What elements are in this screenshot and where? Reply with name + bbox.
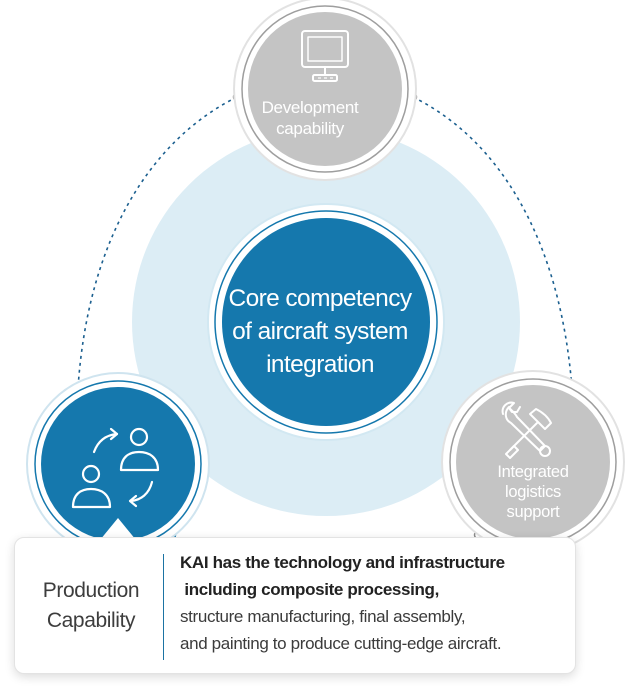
- card-description: KAI has the technology and infrastructur…: [180, 550, 572, 657]
- logistics-label-line-2: logistics: [505, 483, 561, 502]
- card-description-line-2-text: including composite processing,: [184, 579, 439, 599]
- monitor-icon: [301, 30, 349, 82]
- development-label: Development capability: [240, 98, 380, 139]
- logistics-label-line-1: Integrated: [497, 463, 569, 481]
- tools-icon: [501, 401, 552, 459]
- production-capability-card: Production Capability KAI has the techno…: [14, 537, 576, 674]
- center-label-line-1: Core competency: [228, 285, 412, 312]
- logistics-label-line-3: support: [506, 503, 560, 522]
- card-title-line-2: Capability: [46, 609, 136, 633]
- development-label-line-1: Development: [261, 98, 359, 117]
- logistics-label: Integrated logistics support: [470, 462, 596, 522]
- center-node: [207, 203, 445, 441]
- card-description-line-4: and painting to produce cutting-edge air…: [180, 633, 502, 653]
- production-node: [26, 372, 210, 556]
- development-node: [233, 0, 417, 181]
- card-title: Production Capability: [27, 576, 155, 637]
- card-divider: [163, 554, 164, 660]
- center-label: Core competency of aircraft system integ…: [214, 282, 426, 381]
- connector-right: [412, 96, 573, 389]
- development-label-line-2: capability: [276, 118, 344, 138]
- card-title-line-1: Production: [42, 579, 140, 602]
- center-label-line-3: integration: [266, 351, 374, 379]
- card-description-line-3: structure manufacturing, final assembly,: [180, 606, 466, 626]
- card-description-line-2: including composite processing,: [180, 577, 572, 604]
- orbit-connector: [77, 96, 573, 389]
- card-description-line-1: KAI has the technology and infrastructur…: [180, 553, 505, 572]
- people-exchange-icon: [71, 427, 160, 509]
- logistics-node: [441, 370, 625, 554]
- center-label-line-2: of aircraft system: [232, 318, 408, 346]
